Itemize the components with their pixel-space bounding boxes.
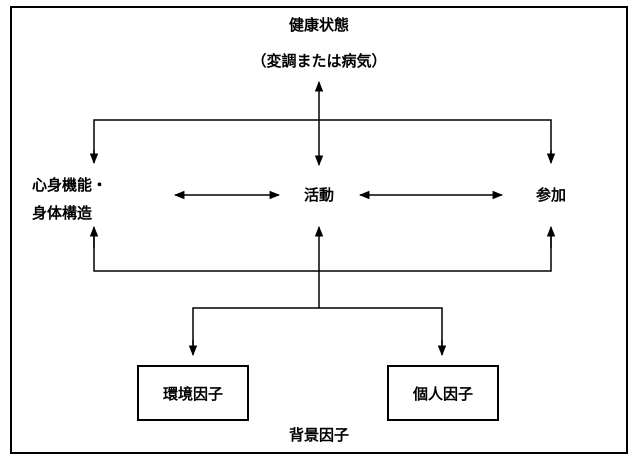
contextual-factors-label: 背景因子 — [288, 426, 350, 444]
personal-factors-box: 個人因子 — [387, 365, 499, 421]
top-bracket-line — [93, 119, 552, 162]
personal-factors-label: 個人因子 — [412, 384, 473, 403]
environmental-factors-box: 環境因子 — [137, 365, 249, 421]
body-function-label-line2: 身体構造 — [32, 204, 93, 222]
body-function-label-line1: 心身機能・ — [32, 176, 108, 194]
factors-split-line — [192, 307, 443, 345]
bottom-bracket-line — [93, 236, 552, 272]
participation-label: 参加 — [535, 186, 567, 204]
activity-label: 活動 — [303, 186, 335, 204]
environmental-factors-label: 環境因子 — [162, 384, 223, 403]
health-condition-subtitle: （変調または病気） — [251, 52, 387, 70]
health-condition-title: 健康状態 — [288, 16, 350, 34]
diagram-frame — [10, 6, 628, 454]
